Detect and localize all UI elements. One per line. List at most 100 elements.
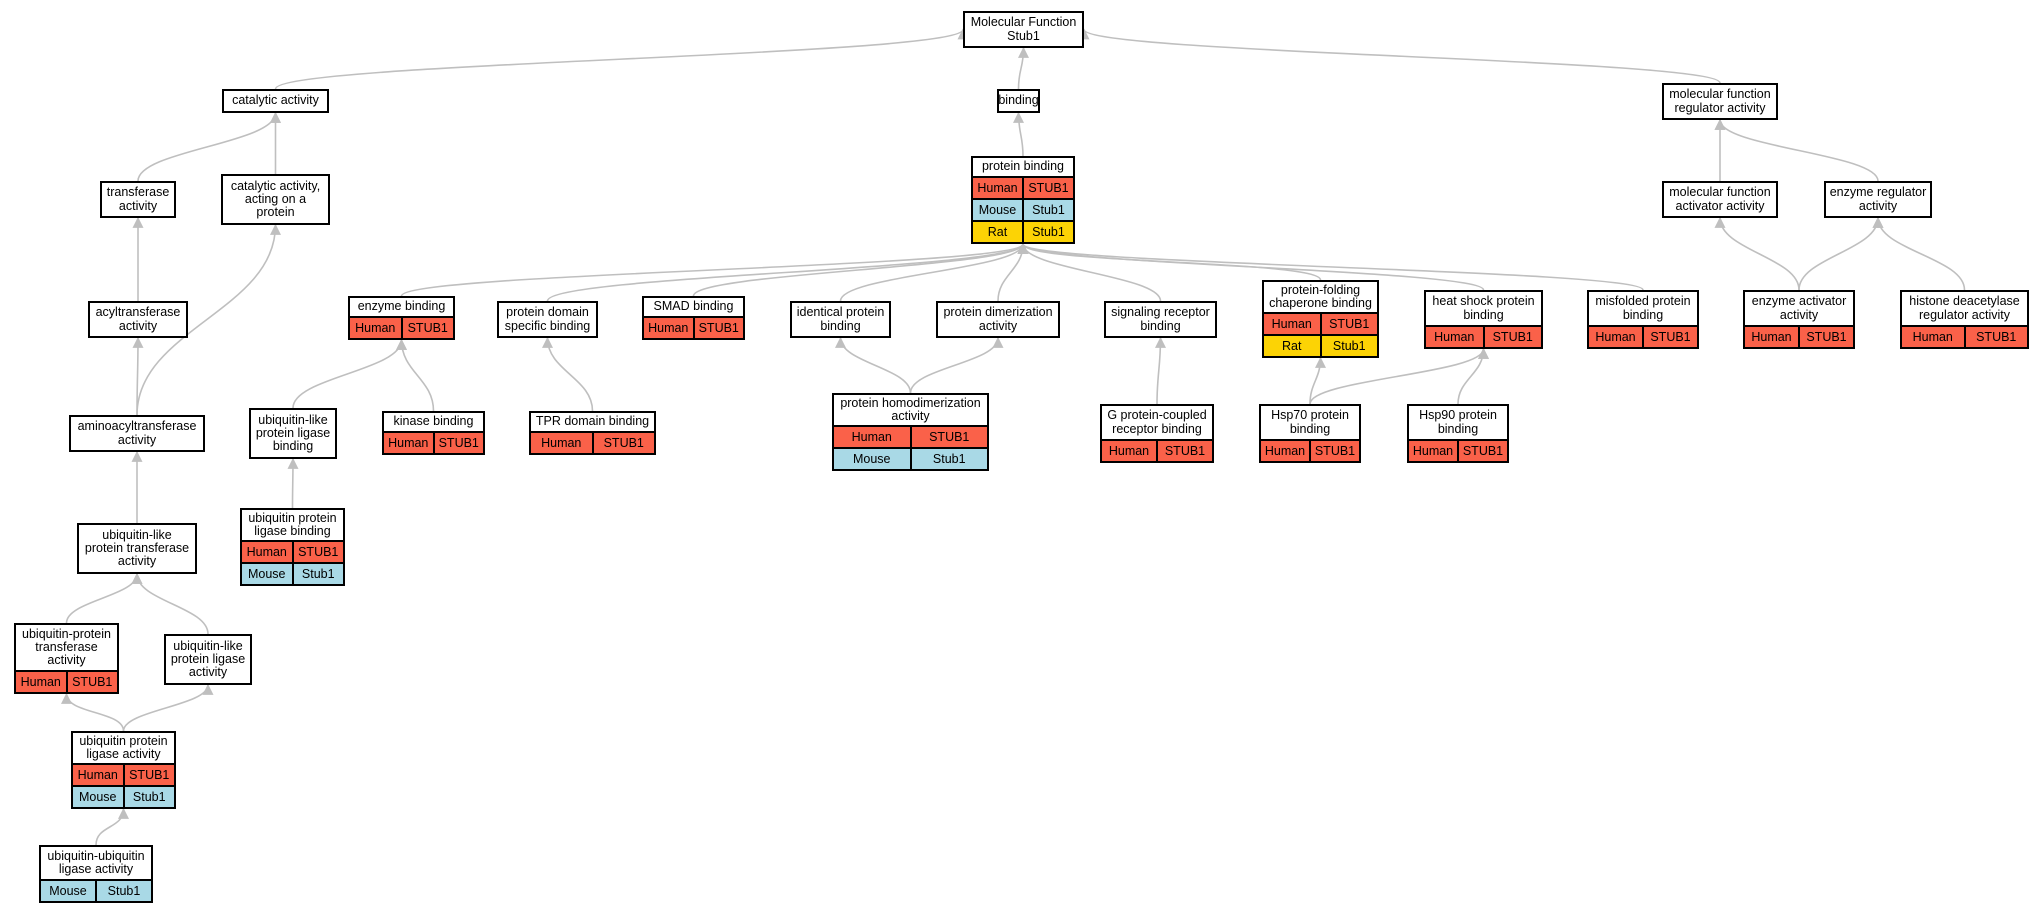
gene-cell: Stub1 [1022,200,1073,220]
go-term-node-mfact[interactable]: molecular function activator activity [1662,181,1778,218]
go-term-node-dimer[interactable]: protein dimerization activity [936,301,1060,338]
gene-cell: STUB1 [1798,327,1853,347]
go-term-label: heat shock protein binding [1432,294,1535,322]
gene-cell: STUB1 [909,427,988,447]
edge-ublligbind-to-enzbind [292,338,407,409]
edge-smad-to-protbind [692,242,1029,297]
edge-gpcr-to-sigrec [1154,336,1166,405]
go-term-node-mfreg[interactable]: molecular function regulator activity [1662,83,1778,120]
edge-enzact-to-mfact [1714,216,1800,291]
go-term-label: aminoacyltransferase activity [77,419,197,447]
go-term-label: protein domain specific binding [504,305,591,333]
go-term-label: kinase binding [393,414,474,429]
go-term-node-catprot[interactable]: catalytic activity, acting on a protein [221,174,330,225]
organism-cell: Rat [987,225,1008,239]
organism-cell: Mouse [78,790,117,804]
edge-tpr-to-domainbind [542,336,594,412]
go-term-label: ubiquitin-like protein ligase activity [170,638,246,680]
go-term-node-catalytic[interactable]: catalytic activity [222,89,329,113]
gene-cell: STUB1 [591,433,655,453]
annotation-row-rat: Rat Stub1 [1264,334,1377,356]
gene-cell: Stub1 [122,787,175,807]
go-term-node-enzreg[interactable]: enzyme regulator activity [1824,181,1932,218]
go-term-node-domainbind[interactable]: protein domain specific binding [497,301,598,338]
go-term-label: G protein-coupled receptor binding [1107,408,1207,436]
edge-transferase-to-catalytic [137,111,281,182]
organism-cell: Human [1751,330,1792,344]
go-term-label: enzyme regulator activity [1829,185,1927,213]
edge-histone-to-enzreg [1872,216,1966,291]
edge-ubptrans-to-ublptrans [65,572,143,624]
gene-cell: STUB1 [291,542,344,562]
edge-ububact-to-ubligact [95,807,129,846]
edge-ubligbind-to-ublligbind [287,457,299,509]
go-term-node-identical[interactable]: identical protein binding [790,301,891,338]
gene-cell: STUB1 [1482,327,1542,347]
go-term-node-binding[interactable]: binding [997,89,1040,113]
organism-cell: Rat [1282,339,1302,353]
annotation-row-human: Human STUB1 [1745,325,1853,347]
go-term-node-transferase[interactable]: transferase activity [100,181,176,218]
annotation-row-human: Human STUB1 [531,431,654,453]
go-term-node-acyl[interactable]: acyltransferase activity [88,301,188,338]
go-term-label: SMAD binding [653,299,734,314]
go-term-label: ubiquitin protein ligase activity [79,733,168,761]
annotation-row-mouse: Mouse Stub1 [834,447,987,469]
organism-cell: Human [541,436,582,450]
go-term-label: protein dimerization activity [943,305,1053,333]
go-term-node-aminoacyl[interactable]: aminoacyltransferase activity [69,415,205,452]
go-term-label: ubiquitin-like protein transferase activ… [84,527,190,569]
go-term-label: catalytic activity [232,93,319,108]
gene-cell: Stub1 [291,564,344,584]
organism-cell: Mouse [852,452,891,466]
organism-cell: Mouse [49,884,87,898]
go-term-node-ublligbind[interactable]: ubiquitin-like protein ligase binding [249,408,337,459]
edge-misfolded-to-protbind [1017,242,1644,291]
go-term-node-sigrec[interactable]: signaling receptor binding [1104,301,1217,338]
gene-cell: Stub1 [1022,222,1073,242]
go-term-node-mf[interactable]: Molecular Function Stub1 [963,11,1084,48]
go-term-node-ublligact[interactable]: ubiquitin-like protein ligase activity [164,634,252,685]
edge-domainbind-to-protbind [546,242,1029,302]
edge-kinase-to-enzbind [396,338,435,412]
edge-binding-to-mf [1017,46,1029,90]
gene-cell: STUB1 [1963,327,2028,347]
gene-cell: Stub1 [909,449,988,469]
go-term-label: transferase activity [106,185,170,213]
gene-cell: STUB1 [400,318,454,338]
go-term-label: protein binding [981,159,1064,174]
edge-enzact-to-enzreg [1798,216,1884,291]
edge-hsp70-to-hsbind [1309,347,1489,405]
gene-cell: Stub1 [1319,336,1378,356]
go-term-label: enzyme activator activity [1751,294,1847,322]
gene-cell: STUB1 [1642,327,1697,347]
organism-cell: Human [1264,444,1306,458]
go-term-node-ublptrans[interactable]: ubiquitin-like protein transferase activ… [77,523,197,574]
go-term-label: identical protein binding [796,305,885,333]
organism-cell: Human [1434,330,1475,344]
organism-cell: Human [1912,330,1953,344]
